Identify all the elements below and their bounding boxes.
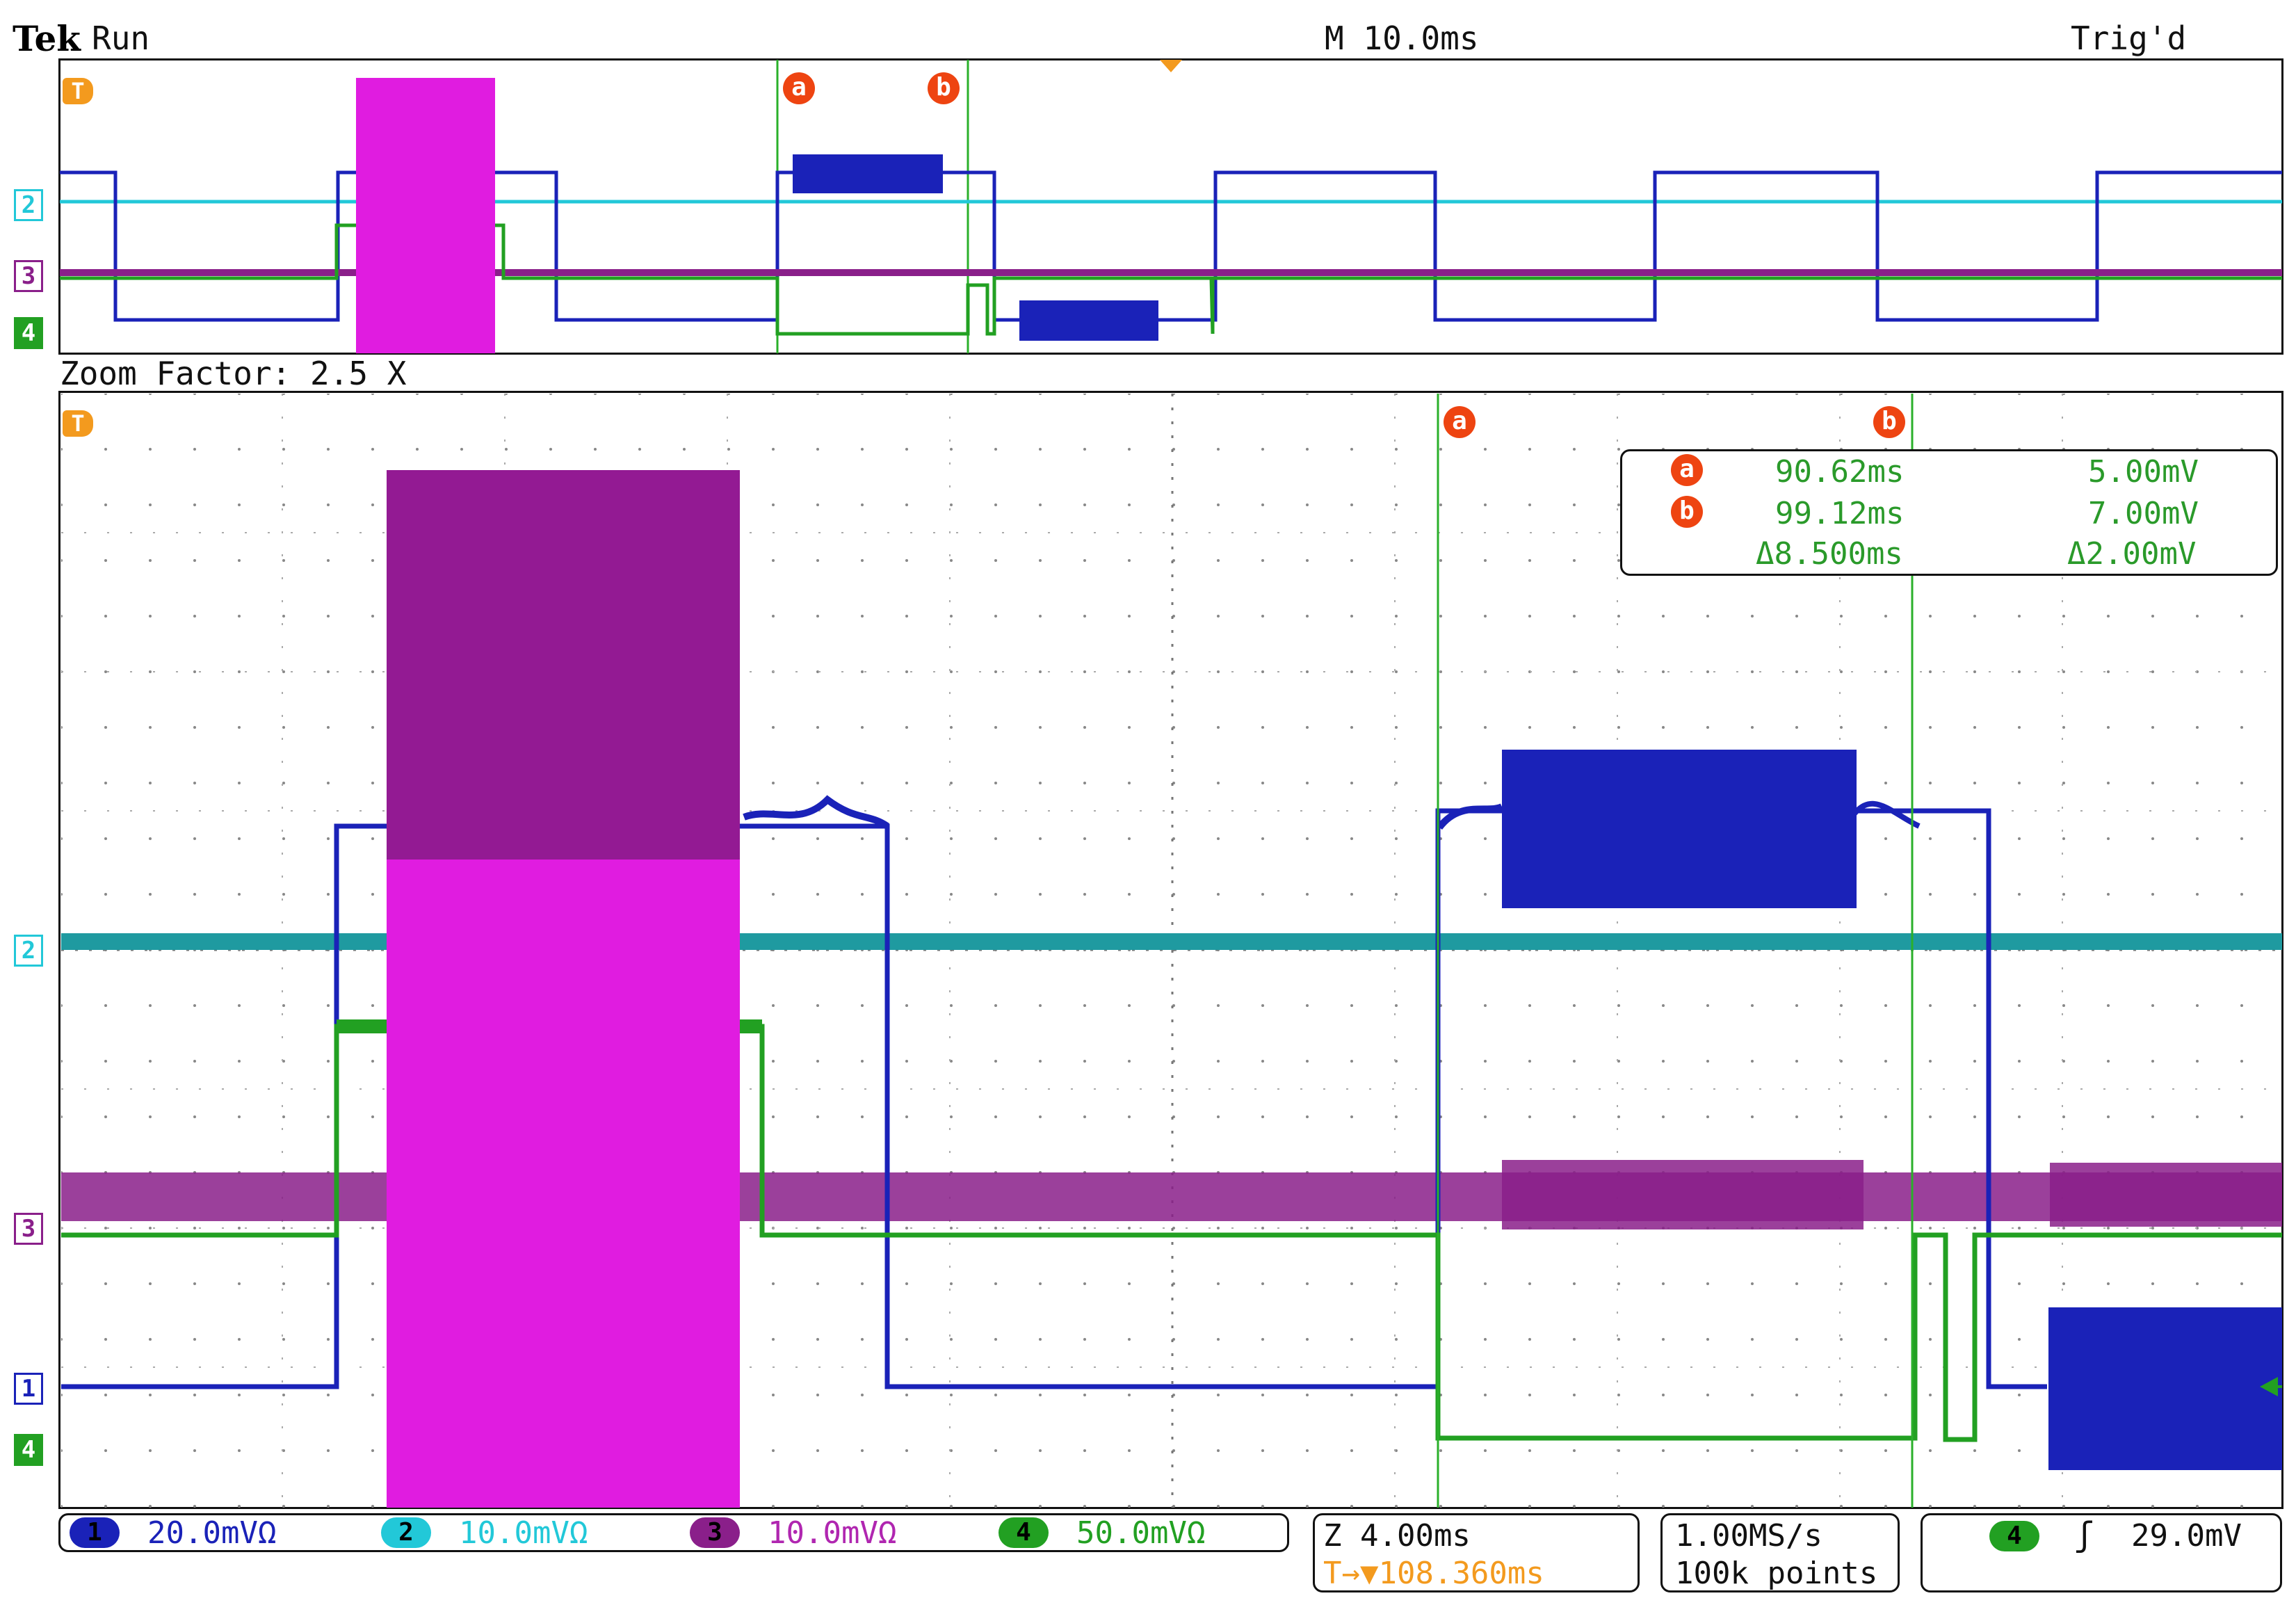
overview-cursor-b-marker[interactable]: b — [928, 72, 960, 104]
trigger-position: T→▼108.360ms — [1323, 1556, 1544, 1591]
ch4-badge: 4 — [999, 1517, 1049, 1548]
ch1-scale-value: 20.0mVΩ — [147, 1515, 277, 1551]
overview-ch3-marker[interactable]: 3 — [14, 260, 43, 292]
trigger-position-value: 108.360ms — [1378, 1556, 1544, 1591]
readout-a-marker: a — [1671, 454, 1703, 486]
sample-rate: 1.00MS/s — [1675, 1518, 1822, 1554]
timebase-readout: M 10.0ms — [1325, 19, 1479, 57]
overview-cursor-a-marker[interactable]: a — [783, 72, 815, 104]
overview-trigger-marker: T — [63, 78, 93, 104]
zoom-ch4-marker[interactable]: 4 — [14, 1434, 43, 1466]
zoom-ch3-marker[interactable]: 3 — [14, 1213, 43, 1245]
acquisition-state: Run — [92, 19, 150, 57]
overview-ch2-marker[interactable]: 2 — [14, 189, 43, 221]
zoom-time-value: Z 4.00ms — [1323, 1518, 1471, 1554]
ch3-badge: 3 — [690, 1517, 740, 1548]
zoom-factor-label: Zoom Factor: 2.5 X — [60, 355, 407, 392]
record-length: 100k points — [1675, 1556, 1878, 1591]
overview-ch4-marker[interactable]: 4 — [14, 317, 43, 349]
zoom-cursor-a-marker[interactable]: a — [1444, 406, 1476, 438]
cursor-b-value: 7.00mV — [2088, 496, 2199, 531]
ch4-scale[interactable]: 4 50.0mVΩ — [999, 1515, 1205, 1551]
cursor-a-value: 5.00mV — [2088, 454, 2199, 490]
zoom-cursor-b-marker[interactable]: b — [1873, 406, 1905, 438]
ch3-scale-value: 10.0mVΩ — [768, 1515, 897, 1551]
ch1-badge: 1 — [70, 1517, 120, 1548]
cursor-b-time: 99.12ms — [1775, 496, 1905, 531]
trigger-panel[interactable]: 4 ʃ 29.0mV — [1921, 1513, 2282, 1592]
trigger-position-glyph: T→▼ — [1323, 1556, 1379, 1591]
channel-scale-panel — [58, 1513, 1289, 1552]
cursor-readout-panel: a 90.62ms 5.00mV b 99.12ms 7.00mV Δ8.500… — [1620, 449, 2278, 576]
zoom-ch2-marker[interactable]: 2 — [14, 935, 43, 967]
trigger-status: Trig'd — [2071, 19, 2187, 57]
cursor-delta-value: Δ2.00mV — [2067, 536, 2197, 572]
ch2-scale[interactable]: 2 10.0mVΩ — [381, 1515, 588, 1551]
brand-logo: Tek — [13, 18, 81, 59]
zoom-ch1-marker[interactable]: 1 — [14, 1373, 43, 1405]
cursor-delta-time: Δ8.500ms — [1756, 536, 1903, 572]
trigger-source-badge: 4 — [1989, 1521, 2039, 1551]
trigger-slope-icon: ʃ — [2074, 1515, 2094, 1554]
ch2-badge: 2 — [381, 1517, 431, 1548]
ch4-scale-value: 50.0mVΩ — [1076, 1515, 1206, 1551]
acquisition-panel[interactable]: 1.00MS/s 100k points — [1660, 1513, 1900, 1592]
ch2-scale-value: 10.0mVΩ — [459, 1515, 588, 1551]
readout-b-marker: b — [1671, 496, 1703, 528]
trigger-level: 29.0mV — [2131, 1518, 2242, 1554]
ch3-scale[interactable]: 3 10.0mVΩ — [690, 1515, 896, 1551]
cursor-a-time: 90.62ms — [1775, 454, 1905, 490]
zoom-time-panel[interactable]: Z 4.00ms T→▼108.360ms — [1313, 1513, 1640, 1592]
ch1-scale[interactable]: 1 20.0mVΩ — [70, 1515, 276, 1551]
zoom-trigger-marker: T — [63, 410, 93, 437]
